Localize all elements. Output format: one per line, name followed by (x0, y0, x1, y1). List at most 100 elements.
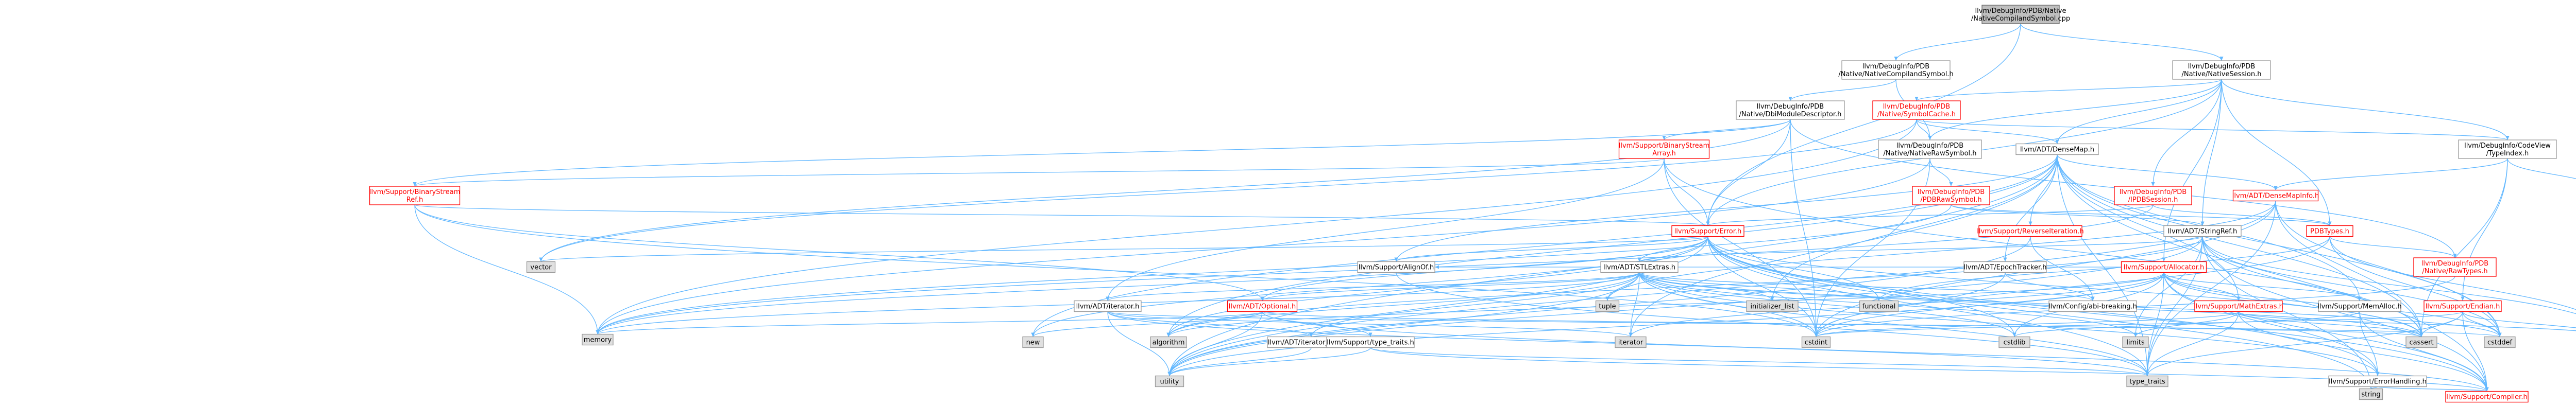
edge-root-to-ncs_h (1894, 23, 2021, 61)
node-config_h[interactable]: llvm/Config/abi-breaking.h (2048, 300, 2137, 312)
edge-stlextras_h-to-itrange_h (1309, 272, 1640, 337)
node-reviter_h[interactable]: llvm/Support/ReverseIteration.h (1977, 225, 2084, 237)
node-endian_h[interactable]: llvm/Support/Endian.h (2424, 300, 2502, 312)
node-box (1878, 139, 1982, 159)
node-label: cstddef (2487, 339, 2513, 347)
node-label: /Native/DbiModuleDescriptor.h (1739, 111, 1842, 118)
node-vector: vector (526, 261, 556, 273)
node-box (2172, 60, 2271, 80)
edge-stringref_h-to-cassert (2202, 236, 2424, 337)
node-nsess_h[interactable]: llvm/DebugInfo/PDB/Native/NativeSession.… (2172, 60, 2271, 80)
edge-iterator_h-to-iterator (1107, 311, 1633, 338)
edge-error_h-to-errhandling_h (1707, 236, 2380, 376)
node-new: new (1022, 336, 1044, 348)
node-densemap_h[interactable]: llvm/ADT/DenseMap.h (2015, 143, 2099, 155)
node-label: llvm/DebugInfo/PDB (1896, 142, 1963, 150)
edge-allocator_h-to-mathextras_h (2163, 272, 2241, 301)
edge-nsess_h-to-nrawsym_h (1928, 79, 2222, 140)
dependency-edges (413, 23, 2576, 392)
node-typetraits_h[interactable]: llvm/Support/type_traits.h (1326, 336, 1415, 348)
node-symcache_h[interactable]: llvm/DebugInfo/PDB/Native/SymbolCache.h (1872, 100, 1961, 120)
edge-densemap_h-to-mathextras_h (2057, 154, 2241, 301)
node-cassert: cassert (2405, 336, 2437, 348)
node-iterator_h[interactable]: llvm/ADT/iterator.h (1074, 300, 1142, 312)
node-label: llvm/ADT/DenseMapInfo.h (2232, 192, 2319, 200)
edge-mathextras_h-to-type_traits (2145, 311, 2239, 376)
node-pdbtypes_h[interactable]: PDBTypes.h (2306, 225, 2353, 237)
edge-pdbrawsym_h-to-pdbtypes_h (1951, 204, 2332, 226)
node-errhandling_h[interactable]: llvm/Support/ErrorHandling.h (2328, 375, 2427, 387)
node-iterator: iterator (1615, 336, 1647, 348)
node-box (1981, 5, 2060, 24)
node-box (582, 333, 614, 346)
edge-stlextras_h-to-iterator (1629, 272, 1640, 337)
edge-error_h-to-string (1707, 236, 2373, 389)
node-memalloc_h[interactable]: llvm/Support/MemAlloc.h (2317, 300, 2402, 312)
edge-densemap_h-to-compiler_h (2057, 154, 2489, 392)
node-typeidx_h[interactable]: llvm/DebugInfo/CodeView/TypeIndex.h (2458, 139, 2557, 159)
node-error_h[interactable]: llvm/Support/Error.h (1671, 225, 1744, 237)
node-label: /Native/NativeCompilandSymbol.h (1838, 70, 1953, 78)
edge-densemap_h-to-type_traits (2057, 154, 2149, 376)
node-pdbrawsym_h[interactable]: llvm/DebugInfo/PDB/PDBRawSymbol.h (1912, 186, 1990, 205)
edge-optional_h-to-memory (596, 311, 1263, 335)
node-rawtypes_h[interactable]: llvm/DebugInfo/PDB/Native/RawTypes.h (2413, 257, 2497, 277)
node-dbimod_h[interactable]: llvm/DebugInfo/PDB/Native/DbiModuleDescr… (1736, 100, 1845, 120)
edge-stringref_h-to-type_traits (2145, 236, 2203, 376)
node-mathextras_h[interactable]: llvm/Support/MathExtras.h (2194, 300, 2283, 312)
edge-epoch_h-to-config_h (2005, 272, 2095, 301)
node-box (1357, 261, 1435, 273)
edge-nsess_h-to-typeidx_h (2221, 79, 2510, 140)
edge-nsess_h-to-symcache_h (1914, 79, 2222, 101)
node-box (1801, 336, 1831, 348)
edge-nsess_h-to-densemap_h (2055, 79, 2222, 144)
edge-mathextras_h-to-cstring (2238, 311, 2576, 331)
node-dmi_h[interactable]: llvm/ADT/DenseMapInfo.h (2232, 189, 2319, 202)
node-label: llvm/ADT/STLExtras.h (1603, 264, 1675, 272)
edge-stringref_h-to-string (2202, 236, 2373, 389)
edge-allocator_h-to-algorithm (1166, 272, 2164, 337)
node-root[interactable]: llvm/DebugInfo/PDB/Native/NativeCompilan… (1971, 5, 2070, 24)
node-box (2015, 143, 2099, 155)
node-label: llvm/ADT/StringRef.h (2168, 228, 2237, 236)
node-box (2306, 225, 2353, 237)
node-box (2328, 375, 2427, 387)
node-cstddef: cstddef (2484, 336, 2516, 348)
edge-bsref_h-to-optional_h (414, 204, 1264, 301)
node-box (1022, 336, 1044, 348)
node-label: llvm/Support/type_traits.h (1327, 339, 1414, 347)
node-box (1227, 300, 1298, 312)
edge-dbimod_h-to-vector (539, 119, 1791, 262)
node-compiler_h[interactable]: llvm/Support/Compiler.h (2445, 391, 2529, 403)
node-ipdbsess_h[interactable]: llvm/DebugInfo/PDB/IPDBSession.h (2114, 186, 2192, 205)
edge-symcache_h-to-typeidx_h (1916, 119, 2510, 140)
node-box (1618, 139, 1710, 159)
node-box (2458, 139, 2557, 159)
edge-iterator_h-to-utility (1107, 311, 1172, 376)
edge-error_h-to-functional (1707, 236, 1881, 301)
node-box (2048, 300, 2137, 312)
edge-allocator_h-to-memalloc_h (2163, 272, 2362, 301)
node-memory: memory (582, 333, 614, 346)
node-alignof_h[interactable]: llvm/Support/AlignOf.h (1357, 261, 1435, 273)
edge-ipdbsess_h-to-error_h (1706, 204, 2154, 226)
node-optional_h[interactable]: llvm/ADT/Optional.h (1227, 300, 1298, 312)
node-nrawsym_h[interactable]: llvm/DebugInfo/PDB/Native/NativeRawSymbo… (1878, 139, 1982, 159)
edge-densemap_h-to-alignof_h (1394, 154, 2058, 262)
node-stlextras_h[interactable]: llvm/ADT/STLExtras.h (1600, 261, 1679, 273)
node-box (2122, 336, 2149, 348)
edge-pdbtypes_h-to-cstring (2329, 236, 2576, 310)
node-ncs_h[interactable]: llvm/DebugInfo/PDB/Native/NativeCompilan… (1838, 60, 1954, 80)
node-label: llvm/Support/Allocator.h (2124, 264, 2205, 272)
node-stringref_h[interactable]: llvm/ADT/StringRef.h (2163, 225, 2242, 237)
node-label: llvm/DebugInfo/PDB (2188, 63, 2255, 70)
node-allocator_h[interactable]: llvm/Support/Allocator.h (2121, 261, 2207, 273)
node-box (2114, 186, 2192, 205)
edge-bsarray_h-to-error_h (1664, 158, 1710, 226)
edge-densemap_h-to-iterator (1629, 154, 2058, 337)
node-limits: limits (2122, 336, 2149, 348)
node-epoch_h[interactable]: llvm/ADT/EpochTracker.h (1963, 261, 2047, 273)
